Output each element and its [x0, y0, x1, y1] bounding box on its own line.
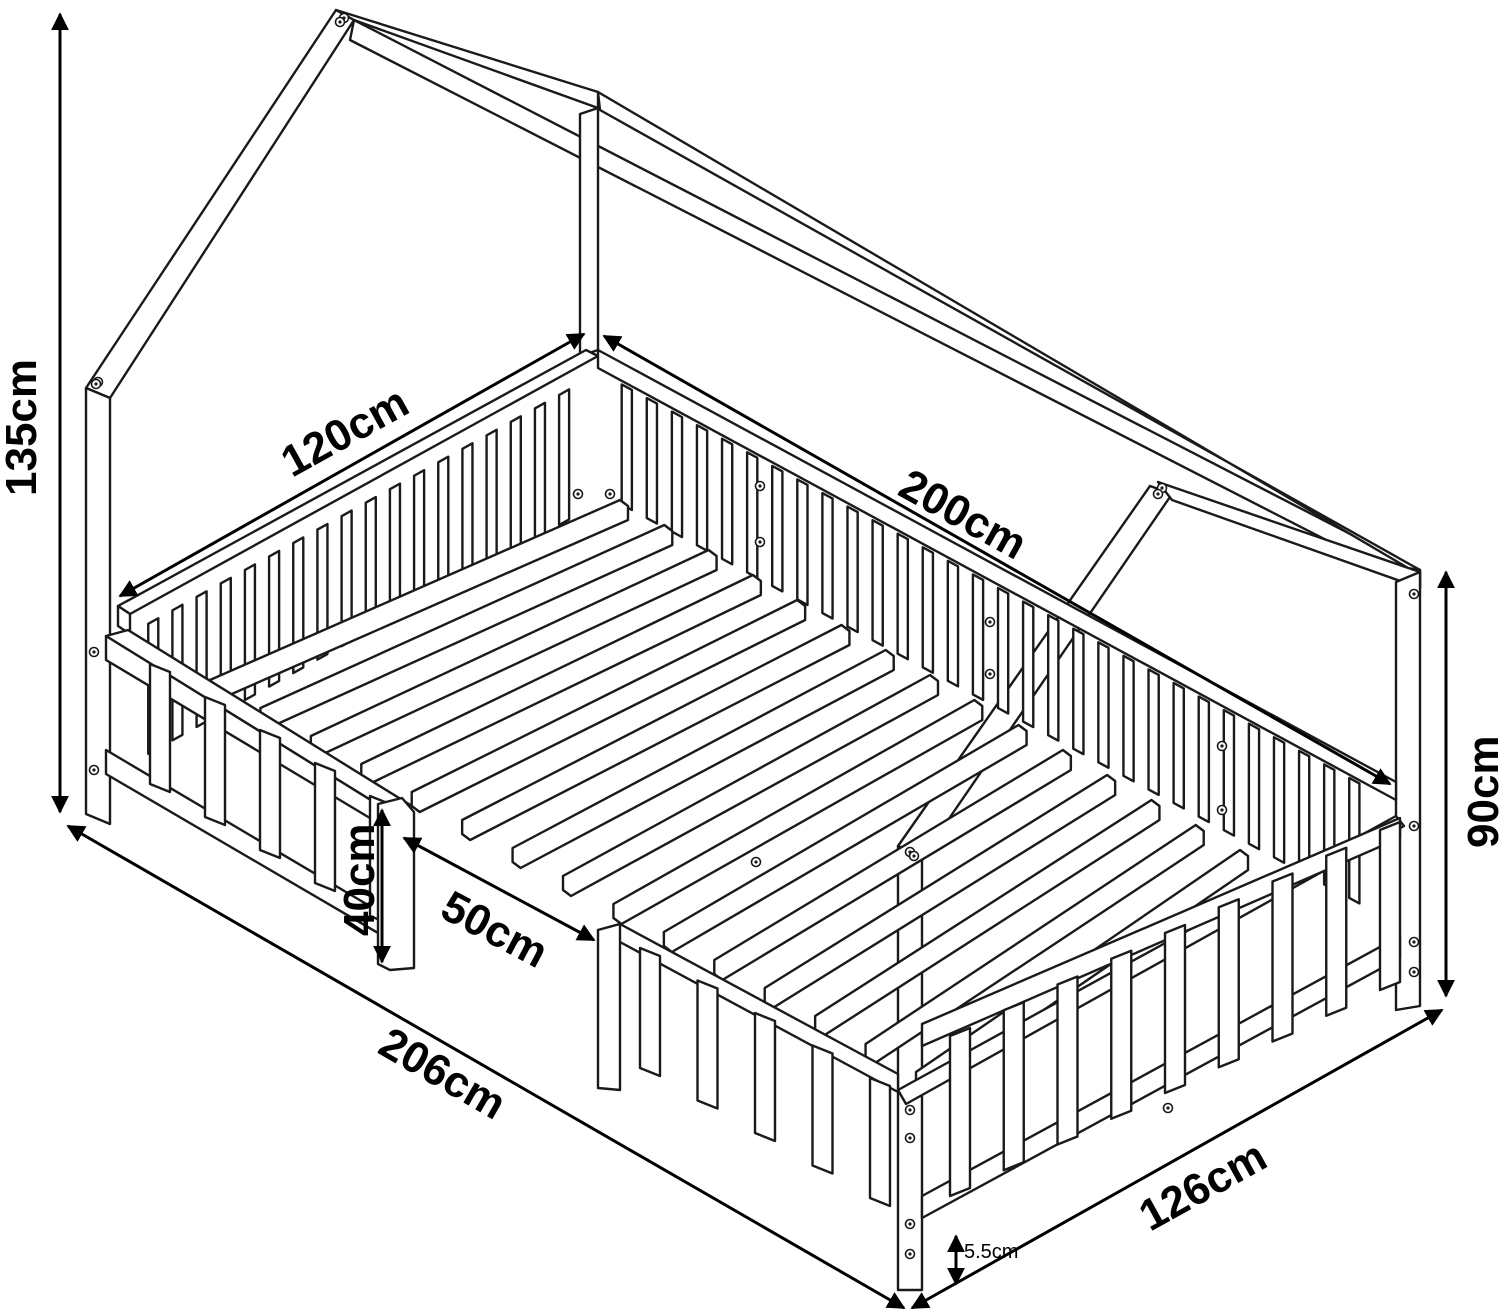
length-200-line: [602, 334, 1392, 786]
front-right-bar: [638, 946, 662, 1078]
side-slat: [620, 383, 634, 512]
screw-center: [758, 484, 762, 488]
head-slat: [485, 428, 498, 567]
front-left-bar: [203, 695, 227, 827]
screw-center: [1412, 970, 1416, 974]
label-total-length: 206cm: [371, 1018, 514, 1129]
screw-center: [1412, 592, 1416, 596]
front-right-bar: [1056, 975, 1079, 1146]
side-slat: [921, 546, 935, 675]
screw-center: [908, 1108, 912, 1112]
width-120-line: [118, 332, 586, 598]
screw-center: [608, 492, 612, 496]
side-slat: [720, 437, 734, 566]
label-opening-width: 50cm: [433, 882, 555, 978]
front-right-bar: [1110, 949, 1133, 1120]
head-slat: [533, 401, 547, 540]
side-slat: [1197, 695, 1211, 824]
screw-center: [912, 854, 916, 858]
front-right-bar: [1002, 1001, 1025, 1172]
side-slat: [1247, 722, 1261, 851]
dimension-lines: [51, 12, 1455, 1310]
side-slat: [645, 396, 659, 525]
screw-center: [908, 1252, 912, 1256]
label-total-height: 135cm: [0, 359, 46, 496]
screw-center: [338, 20, 342, 24]
screw-center: [92, 650, 96, 654]
screw-center: [988, 672, 992, 676]
screw-center: [1412, 824, 1416, 828]
label-leg-height: 5.5cm: [964, 1241, 1018, 1263]
width-126-line: [910, 1008, 1444, 1310]
front-left-bar: [148, 662, 172, 794]
label-rail-height: 40cm: [335, 823, 384, 936]
side-slat: [1122, 654, 1135, 783]
screw-center: [754, 860, 758, 864]
head-slat: [557, 388, 571, 527]
side-slat: [871, 518, 884, 647]
front-right-bar: [948, 1026, 972, 1198]
side-slat: [1272, 736, 1286, 864]
side-slat: [1072, 627, 1085, 756]
front-left-bar: [258, 728, 282, 860]
screw-center: [988, 620, 992, 624]
label-side-height: 90cm: [1459, 735, 1500, 848]
front-right-bar: [868, 1076, 892, 1208]
side-slat: [821, 491, 834, 620]
side-rail-back: [596, 348, 1398, 905]
side-slat: [1046, 613, 1060, 742]
screw-center: [94, 382, 98, 386]
side-slat: [971, 573, 985, 702]
front-right-bar: [1271, 872, 1294, 1043]
side-slat: [1021, 600, 1035, 729]
side-slat: [846, 505, 859, 634]
front-right-bar: [753, 1011, 777, 1143]
side-slat: [695, 423, 709, 552]
front-right-bar: [1325, 846, 1348, 1017]
screw-center: [908, 1136, 912, 1140]
screw-center: [1220, 744, 1224, 748]
front-right-bar: [1163, 923, 1187, 1095]
side-slat: [1222, 708, 1236, 837]
head-slat: [437, 455, 450, 594]
screw-center: [908, 1222, 912, 1226]
side-slat: [946, 559, 960, 688]
front-right-bar: [696, 979, 719, 1110]
side-slat: [896, 532, 910, 661]
side-slat: [745, 451, 759, 580]
head-slat: [461, 442, 474, 581]
front-right-bar: [1378, 820, 1402, 992]
front-left-bar: [313, 761, 337, 893]
side-slat: [670, 410, 684, 539]
screw-center: [1220, 808, 1224, 812]
side-slat: [771, 464, 784, 593]
side-slat: [1147, 668, 1160, 797]
screw-center: [1412, 940, 1416, 944]
side-slat: [996, 586, 1010, 715]
screw-center: [758, 540, 762, 544]
label-total-width: 126cm: [1131, 1131, 1275, 1240]
screw-center: [1156, 492, 1160, 496]
screw-center: [1166, 1106, 1170, 1110]
side-slat: [1172, 681, 1186, 810]
front-right-bar: [1217, 898, 1240, 1069]
side-slat: [1097, 641, 1110, 769]
side-slat: [796, 478, 809, 607]
screw-center: [576, 492, 580, 496]
head-slat: [509, 415, 522, 554]
length-206-line: [66, 824, 906, 1310]
screw-center: [1160, 486, 1164, 490]
screw-center: [92, 768, 96, 772]
front-right-bar: [811, 1044, 834, 1175]
